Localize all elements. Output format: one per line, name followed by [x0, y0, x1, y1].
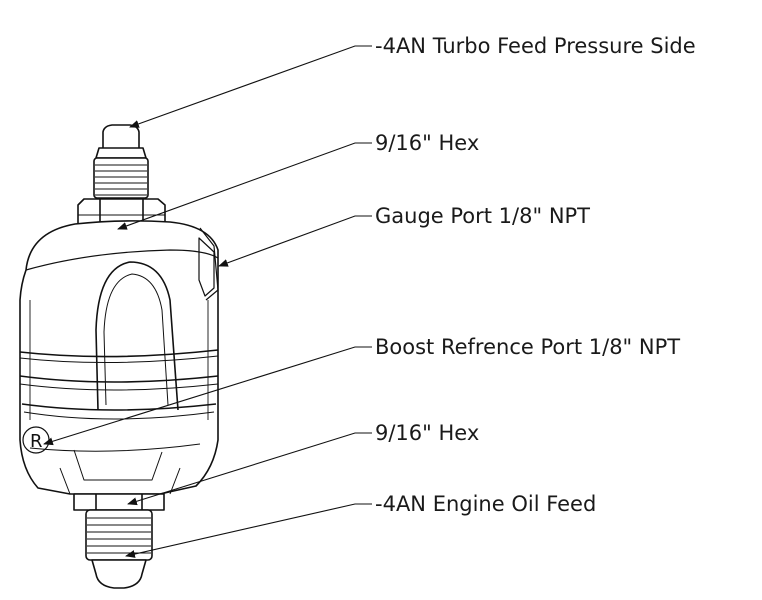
bottom-an-fitting [85, 509, 153, 589]
label-boost-port: Boost Refrence Port 1/8" NPT [375, 335, 680, 359]
leader-upper-hex [117, 142, 372, 230]
top-an-fitting [93, 124, 149, 199]
leader-boost-port [43, 346, 372, 446]
label-upper-hex: 9/16" Hex [375, 131, 479, 155]
regulator-body-drawing: R [19, 124, 219, 589]
leader-engine-oil [125, 503, 372, 558]
leader-gauge-port [218, 215, 372, 267]
label-lower-hex: 9/16" Hex [375, 421, 479, 445]
leader-lower-hex [127, 432, 372, 506]
leader-turbo-feed [129, 45, 372, 128]
lower-hex-nut [73, 493, 165, 511]
main-body [19, 220, 219, 495]
label-turbo-feed: -4AN Turbo Feed Pressure Side [375, 34, 696, 58]
leader-lines [43, 45, 372, 558]
svg-text:R: R [30, 431, 43, 452]
label-engine-oil: -4AN Engine Oil Feed [375, 492, 596, 516]
label-gauge-port: Gauge Port 1/8" NPT [375, 204, 590, 228]
callout-labels: -4AN Turbo Feed Pressure Side 9/16" Hex … [375, 34, 696, 516]
